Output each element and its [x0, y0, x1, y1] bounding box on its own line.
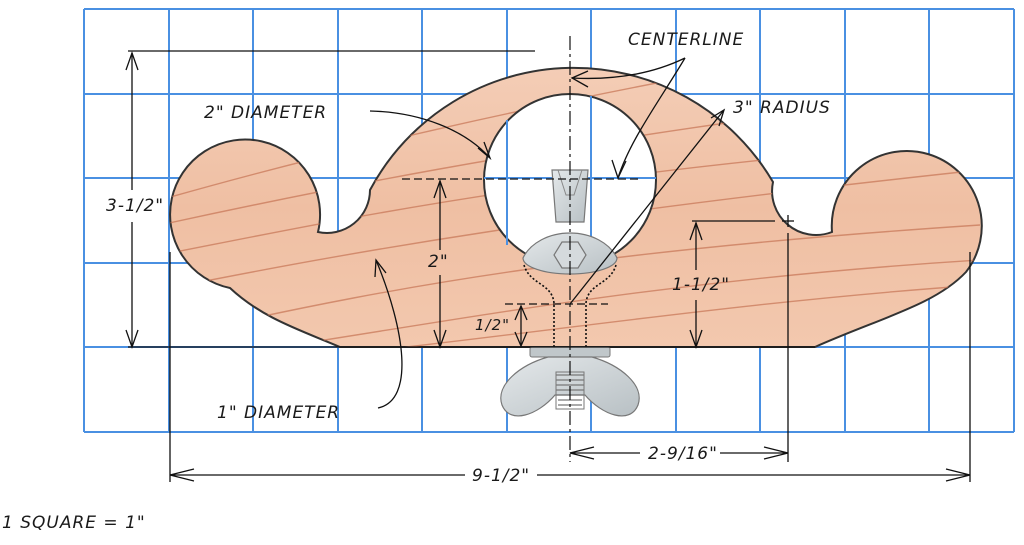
side-hole-offset-dim: 2-9/16" — [648, 444, 718, 464]
scale-note: 1 SQUARE = 1" — [2, 513, 146, 533]
bolt-depth-dim: 1/2" — [475, 316, 510, 334]
labels: CENTERLINE 2" DIAMETER 3" RADIUS 1" DIAM… — [2, 30, 831, 533]
overall-height-dim: 3-1/2" — [106, 196, 164, 216]
radius-label: 3" RADIUS — [733, 98, 831, 118]
centerline-label: CENTERLINE — [628, 30, 744, 50]
overall-width-dim: 9-1/2" — [472, 466, 530, 486]
large-hole-label: 2" DIAMETER — [204, 103, 327, 123]
dimension-lines — [125, 36, 971, 482]
side-hole-height-dim: 1-1/2" — [672, 275, 730, 295]
hole-center-height-dim: 2" — [428, 252, 449, 272]
small-hole-label: 1" DIAMETER — [217, 403, 340, 423]
